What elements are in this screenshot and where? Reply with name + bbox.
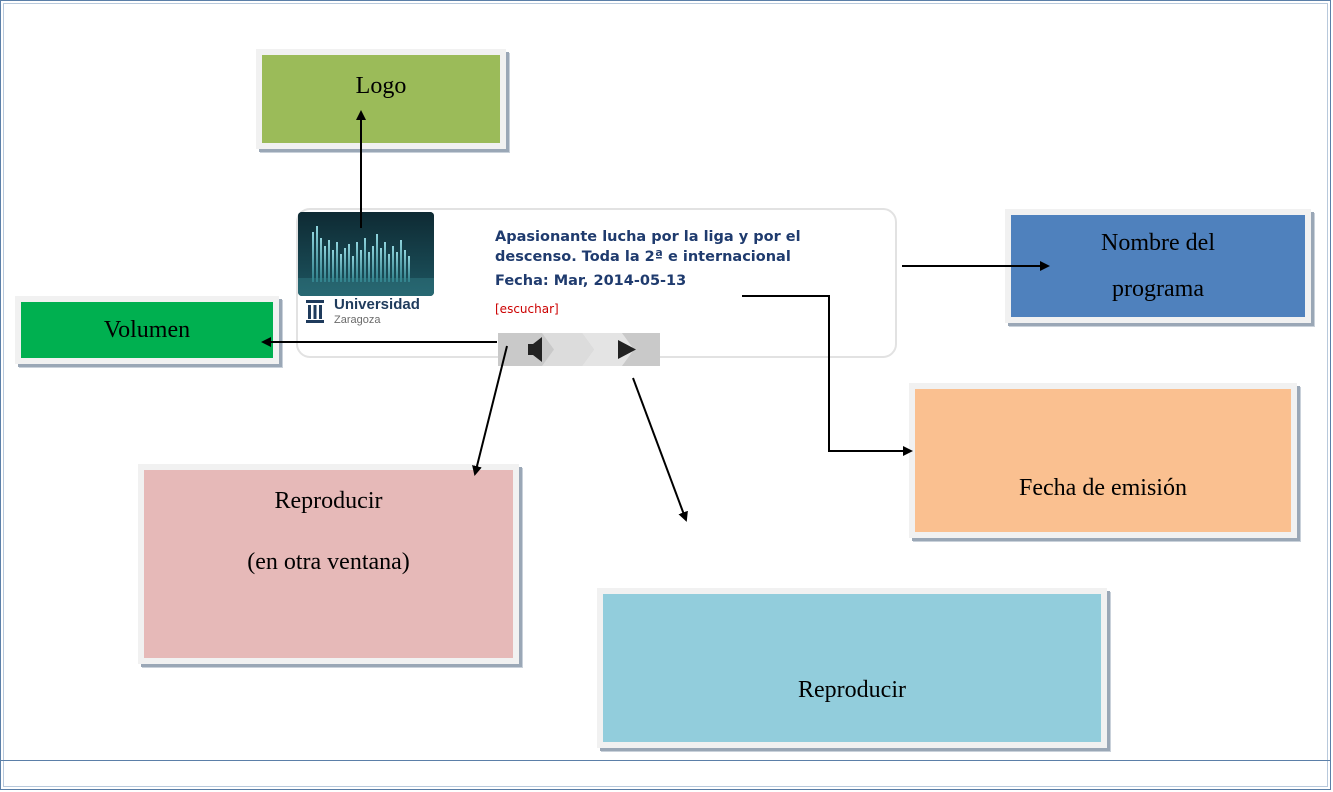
- player-controls: [498, 333, 660, 366]
- reproducir-label-box: Reproducir: [597, 588, 1107, 748]
- university-name: Universidad: [334, 296, 420, 313]
- program-title: Apasionante lucha por la liga y por el d…: [495, 227, 885, 267]
- reproducir-label: Reproducir: [798, 677, 906, 703]
- program-title-line1: Apasionante lucha por la liga y por el: [495, 229, 801, 245]
- university-logo: Universidad Zaragoza: [300, 296, 436, 346]
- nombre-programa-label-line1: Nombre del: [1101, 230, 1215, 256]
- play-icon[interactable]: [618, 340, 636, 359]
- reproducir-otra-label-line1: Reproducir: [274, 488, 383, 514]
- speaker-icon[interactable]: [528, 337, 542, 362]
- volumen-label-box: Volumen: [15, 296, 279, 364]
- logo-label-box: Logo: [256, 49, 506, 149]
- fecha-emision-label: Fecha de emisión: [1019, 475, 1187, 501]
- reproducir-otra-label-line2: (en otra ventana): [247, 549, 410, 575]
- volumen-label: Volumen: [103, 316, 191, 343]
- university-emblem-icon: [306, 300, 324, 323]
- logo-label: Logo: [355, 73, 407, 99]
- fecha-emision-label-box: Fecha de emisión: [909, 383, 1297, 538]
- reproducir-otra-ventana-label-box: Reproducir (en otra ventana): [138, 464, 519, 664]
- escuchar-link[interactable]: [escuchar]: [495, 302, 559, 316]
- broadcast-date: Fecha: Mar, 2014-05-13: [495, 273, 687, 289]
- university-city: Zaragoza: [334, 314, 381, 326]
- nombre-programa-label-line2: programa: [1112, 276, 1204, 302]
- program-title-line2: descenso. Toda la 2ª e internacional: [495, 249, 791, 265]
- audio-bars-graphic: [298, 212, 434, 296]
- program-logo-image: [298, 212, 434, 296]
- nombre-programa-label-box: Nombre del programa: [1005, 209, 1311, 323]
